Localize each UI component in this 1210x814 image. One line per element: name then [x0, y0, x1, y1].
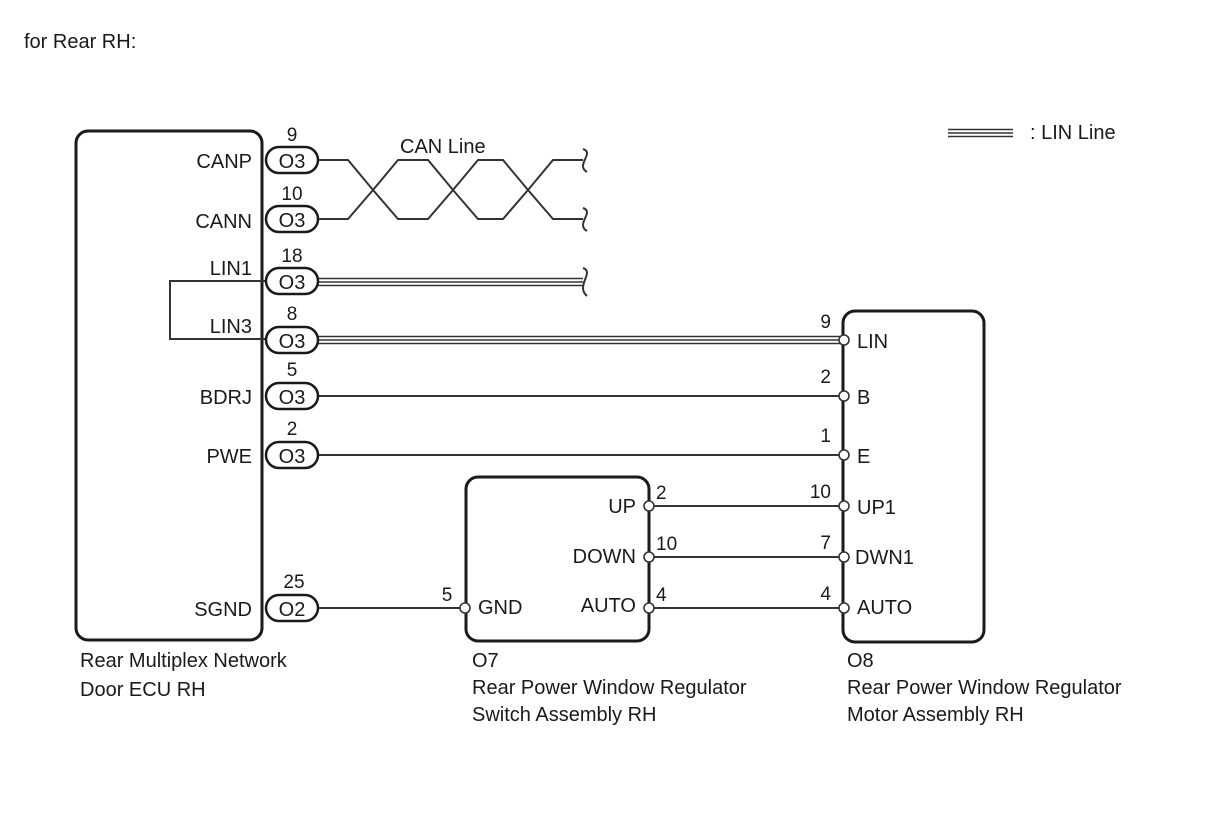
connector-jack	[264, 145, 320, 175]
connector-code: O3	[279, 151, 306, 173]
diagram-heading: for Rear RH:	[24, 31, 136, 53]
switch-pin-number: 5	[442, 585, 453, 606]
ecu-pin-name: LIN3	[210, 316, 252, 338]
ecu-caption-line2: Door ECU RH	[80, 679, 206, 701]
switch-pin-name: UP	[608, 496, 636, 518]
motor-pin-number: 7	[820, 533, 831, 554]
ecu-pin-name: SGND	[194, 599, 252, 621]
ecu-box	[74, 129, 264, 642]
connector-jack	[264, 593, 320, 623]
motor-pin-b: 2 B	[820, 367, 870, 409]
switch-pin-number: 10	[656, 534, 677, 555]
connector-jack	[264, 266, 320, 296]
connector-jack	[264, 381, 320, 411]
ecu-pin-number: 18	[281, 246, 302, 267]
pin-terminal	[838, 334, 850, 346]
motor-pin-name: E	[857, 446, 870, 468]
ecu-pin-name: LIN1	[210, 258, 252, 280]
switch-pin-number: 2	[656, 483, 667, 504]
motor-pin-number: 1	[820, 426, 831, 447]
ecu-pin-number: 5	[287, 360, 298, 381]
motor-box	[841, 309, 986, 644]
motor-caption-line1: Rear Power Window Regulator	[847, 677, 1122, 699]
connector-code: O3	[279, 446, 306, 468]
motor-pin-name: DWN1	[855, 547, 914, 569]
motor-code: O8	[847, 650, 874, 672]
lin1-break-mark	[582, 267, 588, 297]
switch-pin-number: 4	[656, 585, 667, 606]
motor-pin-number: 2	[820, 367, 831, 388]
pin-terminal	[643, 602, 655, 614]
ecu-pin-name: BDRJ	[200, 387, 252, 409]
motor-pin-name: LIN	[857, 331, 888, 353]
motor-caption-line2: Motor Assembly RH	[847, 704, 1024, 726]
motor-pin-number: 10	[810, 482, 831, 503]
connector-jack	[264, 325, 320, 355]
switch-pin-name: AUTO	[581, 595, 636, 617]
motor-pin-number: 9	[820, 312, 831, 333]
ecu-pin-name: CANN	[195, 211, 252, 233]
motor-pin-e: 1 E	[820, 426, 870, 468]
ecu-pin-number: 2	[287, 419, 298, 440]
legend: : LIN Line	[948, 122, 1116, 144]
switch-caption-line1: Rear Power Window Regulator	[472, 677, 747, 699]
cann-wire	[318, 188, 583, 220]
motor-pin-auto: 4 AUTO	[820, 584, 912, 619]
ecu-pin-cann: CANN 10 O3	[195, 184, 320, 234]
ecu-pin-bdrj: BDRJ 5 O3	[200, 360, 320, 411]
ecu-pin-lin1: LIN1 18 O3	[210, 246, 320, 296]
motor-pin-name: B	[857, 387, 870, 409]
switch-caption-line2: Switch Assembly RH	[472, 704, 657, 726]
pin-terminal	[838, 602, 850, 614]
switch-pin-name: GND	[478, 597, 522, 619]
connector-code: O3	[279, 387, 306, 409]
connector-code: O3	[279, 272, 306, 294]
ecu-pin-number: 9	[287, 125, 298, 146]
lin-jumper-wire	[169, 280, 266, 340]
switch-pin-auto: AUTO 4	[581, 585, 667, 617]
pin-terminal	[643, 551, 655, 563]
ecu-pin-name: CANP	[196, 151, 252, 173]
motor-pin-name: AUTO	[857, 597, 912, 619]
switch-pin-up: UP 2	[608, 483, 666, 518]
ecu-pin-number: 10	[281, 184, 302, 205]
canp-wire	[318, 159, 583, 192]
canp-break-mark	[582, 148, 588, 173]
ecu-pin-name: PWE	[206, 446, 252, 468]
connector-jack	[264, 440, 320, 470]
motor-pin-up1: 10 UP1	[810, 482, 896, 519]
can-twisted-pair	[318, 148, 588, 232]
cann-break-mark	[582, 207, 588, 232]
legend-label: : LIN Line	[1030, 122, 1116, 144]
motor-pin-number: 4	[820, 584, 831, 605]
motor-pin-dwn1: 7 DWN1	[820, 533, 913, 569]
switch-pin-name: DOWN	[573, 546, 636, 568]
pin-terminal	[838, 390, 850, 402]
pin-terminal	[838, 500, 850, 512]
motor-pin-name: UP1	[857, 497, 896, 519]
ecu-pin-lin3: LIN3 8 O3	[210, 304, 320, 355]
lin-wire-to-motor	[318, 335, 840, 345]
ecu-pin-number: 25	[283, 572, 304, 593]
ecu-caption-line1: Rear Multiplex Network	[80, 650, 288, 672]
pin-terminal	[838, 551, 850, 563]
lin1-wire	[318, 267, 588, 297]
connector-code: O3	[279, 210, 306, 232]
ecu-pin-pwe: PWE 2 O3	[206, 419, 320, 470]
switch-pin-gnd: 5 GND	[442, 585, 523, 619]
ecu-pin-canp: CANP 9 O3	[196, 125, 320, 175]
ecu-pin-number: 8	[287, 304, 298, 325]
switch-code: O7	[472, 650, 499, 672]
switch-pin-down: DOWN 10	[573, 534, 677, 568]
motor-pin-lin: 9 LIN	[820, 312, 888, 353]
connector-code: O2	[279, 599, 306, 621]
connector-jack	[264, 204, 320, 234]
can-line-label: CAN Line	[400, 136, 486, 158]
connector-code: O3	[279, 331, 306, 353]
pin-terminal	[838, 449, 850, 461]
ecu-pin-sgnd: SGND 25 O2	[194, 572, 320, 623]
pin-terminal	[643, 500, 655, 512]
pin-terminal	[459, 602, 471, 614]
